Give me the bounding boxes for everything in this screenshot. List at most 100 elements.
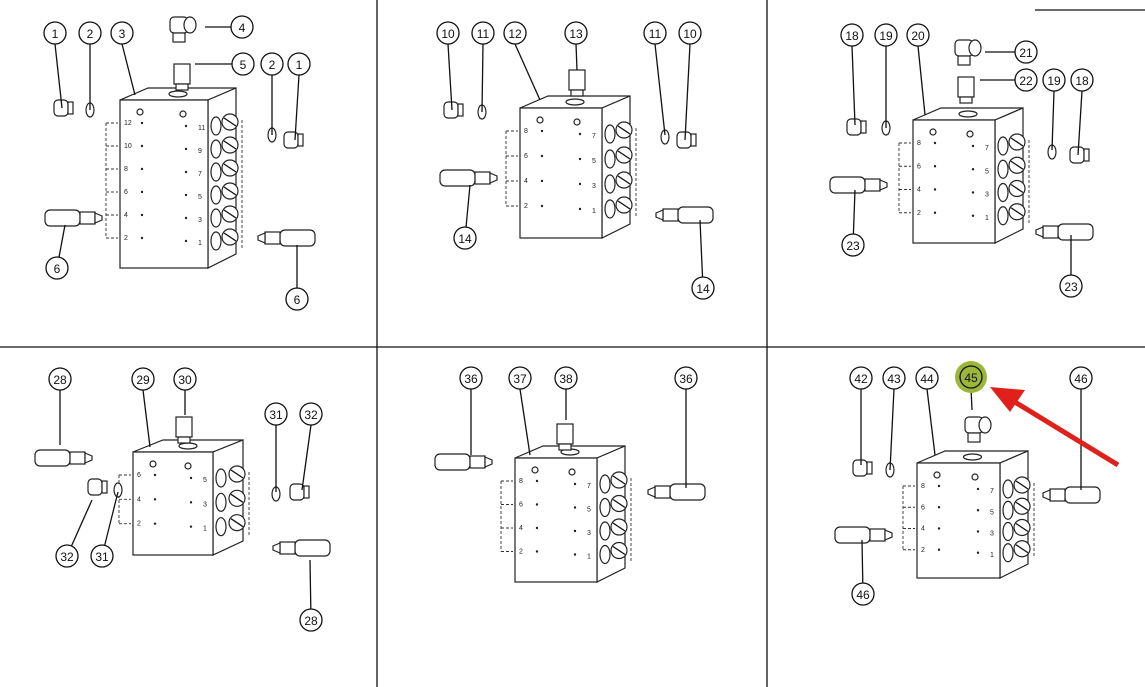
port-number-right: 3 — [198, 217, 202, 224]
callout-label: 28 — [53, 373, 67, 387]
callout-label: 19 — [1047, 74, 1061, 88]
port-dot — [535, 550, 539, 553]
connector-thread — [79, 211, 96, 225]
port-dot — [535, 479, 539, 483]
plug-slot — [230, 493, 244, 503]
port-number-right: 5 — [990, 509, 994, 516]
connector-tip — [489, 172, 498, 184]
port-number-left: 2 — [921, 547, 925, 554]
callout-label: 18 — [1075, 74, 1089, 88]
callout-label: 6 — [294, 293, 301, 307]
side-port — [210, 139, 222, 159]
callout-label: 45 — [964, 371, 978, 385]
callout-circle — [285, 287, 309, 311]
port-number-right: 3 — [990, 531, 994, 538]
port-dot — [189, 525, 193, 528]
top-port — [178, 442, 198, 450]
port-number-right: 3 — [203, 501, 207, 508]
callout-circle — [264, 402, 288, 426]
port-number-left: 4 — [921, 526, 925, 533]
top-port — [565, 98, 585, 106]
port-dot — [189, 501, 193, 504]
plug-thread — [297, 133, 304, 147]
port-dot — [184, 170, 188, 174]
connector-thread — [662, 208, 679, 222]
plug-slot — [1015, 480, 1029, 490]
side-port — [215, 492, 227, 512]
callout-label: 22 — [1019, 74, 1033, 88]
port-dot — [937, 506, 941, 509]
side-port — [210, 116, 222, 136]
mount-hole — [184, 462, 192, 470]
callout-circle — [564, 21, 588, 45]
plug-thread — [1083, 148, 1090, 162]
connector-tip — [655, 209, 664, 221]
port-dot — [933, 141, 937, 145]
mount-hole — [971, 473, 979, 481]
callout-circle — [45, 256, 69, 280]
callout-circle — [1059, 274, 1083, 298]
callout-label: 23 — [1064, 280, 1078, 294]
callout-circle — [287, 52, 311, 76]
port-number-left: 4 — [519, 525, 523, 532]
nipple-fitting — [556, 423, 574, 445]
connector-body — [294, 539, 331, 557]
port-number-left: 8 — [921, 483, 925, 490]
connector-thread — [864, 178, 881, 192]
port-dot — [535, 503, 539, 506]
plug-fitting — [443, 101, 459, 119]
plug-fitting — [846, 118, 862, 136]
nipple-fitting — [568, 69, 586, 91]
plug-slot — [1010, 160, 1024, 170]
port-dot — [140, 121, 144, 125]
plug-slot — [230, 518, 244, 528]
port-dot — [535, 526, 539, 530]
callout-circle — [643, 21, 667, 45]
callout-leader — [54, 43, 63, 109]
callout-circle — [1070, 68, 1094, 92]
side-port — [604, 124, 616, 144]
block-front-face — [916, 462, 1001, 579]
port-dot — [937, 527, 941, 530]
block-front-face — [912, 119, 996, 244]
callout-label: 1 — [52, 27, 59, 41]
callout-label: 46 — [856, 588, 870, 602]
callout-circle — [851, 582, 875, 606]
port-number-right: 3 — [592, 183, 596, 190]
connector-tip — [647, 486, 656, 498]
callout-label: 37 — [513, 372, 527, 386]
callout-label: 46 — [1074, 372, 1088, 386]
callout-circle — [260, 52, 284, 76]
callout-circle — [849, 366, 873, 390]
top-port — [958, 110, 978, 118]
side-port — [997, 136, 1009, 156]
port-number-left: 8 — [917, 140, 921, 147]
callout-circle — [453, 226, 477, 250]
callout-leader — [654, 43, 666, 136]
port-number-right: 7 — [985, 145, 989, 152]
plug-fitting — [87, 478, 103, 496]
plug-thread — [101, 480, 108, 494]
port-number-left: 6 — [519, 502, 523, 509]
callout-leader — [514, 43, 541, 101]
connector-body — [44, 209, 81, 227]
callout-label: 2 — [87, 27, 94, 41]
callout-circle — [841, 233, 865, 257]
callout-leader — [294, 74, 300, 141]
port-number-right: 7 — [587, 483, 591, 490]
callout-circle — [173, 367, 197, 391]
side-port — [1002, 479, 1014, 499]
connector-thread — [869, 528, 886, 542]
callout-leader — [301, 424, 312, 491]
port-dot — [573, 482, 577, 486]
port-dot — [140, 190, 144, 194]
plug-fitting — [676, 131, 692, 149]
port-dot — [540, 204, 544, 208]
side-port — [599, 521, 611, 541]
block-front-face — [132, 451, 214, 556]
callout-label: 30 — [178, 373, 192, 387]
